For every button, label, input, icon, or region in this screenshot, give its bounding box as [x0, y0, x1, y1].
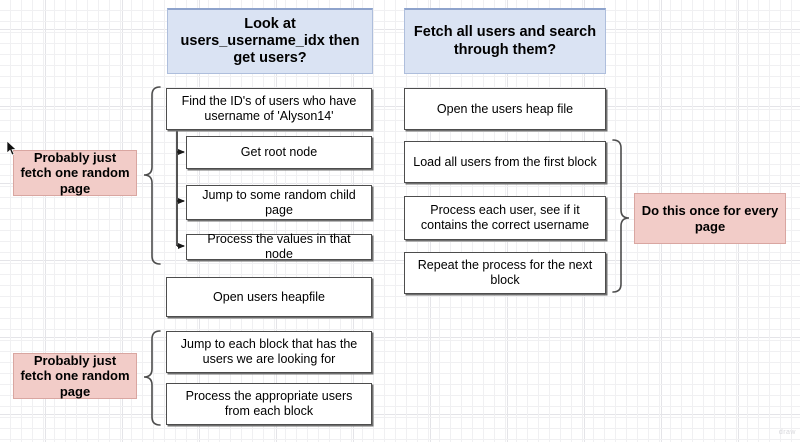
annotation-fetch-one-random-page-bottom[interactable]: Probably just fetch one random page: [13, 353, 137, 399]
mouse-cursor-icon: [6, 140, 17, 156]
brace-right: [612, 139, 630, 293]
watermark: draw: [778, 429, 796, 436]
brace-left-bottom: [143, 330, 161, 426]
branch-arrows: [177, 149, 185, 249]
left-step-open-users-heapfile[interactable]: Open users heapfile: [166, 277, 372, 317]
left-step-process-appropriate-users[interactable]: Process the appropriate users from each …: [166, 383, 372, 425]
right-step-load-first-block[interactable]: Load all users from the first block: [404, 141, 606, 183]
left-column-header[interactable]: Look at users_username_idx then get user…: [167, 8, 373, 74]
annotation-fetch-one-random-page-top[interactable]: Probably just fetch one random page: [13, 150, 137, 196]
right-step-repeat-next-block[interactable]: Repeat the process for the next block: [404, 252, 606, 294]
left-step-process-values[interactable]: Process the values in that node: [186, 232, 372, 261]
right-step-process-each-user[interactable]: Process each user, see if it contains th…: [404, 196, 606, 240]
left-step-get-root-node[interactable]: Get root node: [186, 136, 372, 169]
annotation-do-this-once-per-page[interactable]: Do this once for every page: [634, 193, 786, 244]
right-column-header[interactable]: Fetch all users and search through them?: [404, 8, 606, 74]
left-step-jump-random-child[interactable]: Jump to some random child page: [186, 185, 372, 220]
left-step-jump-each-block[interactable]: Jump to each block that has the users we…: [166, 331, 372, 373]
brace-left-top: [143, 86, 161, 265]
left-step-find-ids[interactable]: Find the ID's of users who have username…: [166, 88, 372, 130]
right-step-open-heap-file[interactable]: Open the users heap file: [404, 88, 606, 130]
